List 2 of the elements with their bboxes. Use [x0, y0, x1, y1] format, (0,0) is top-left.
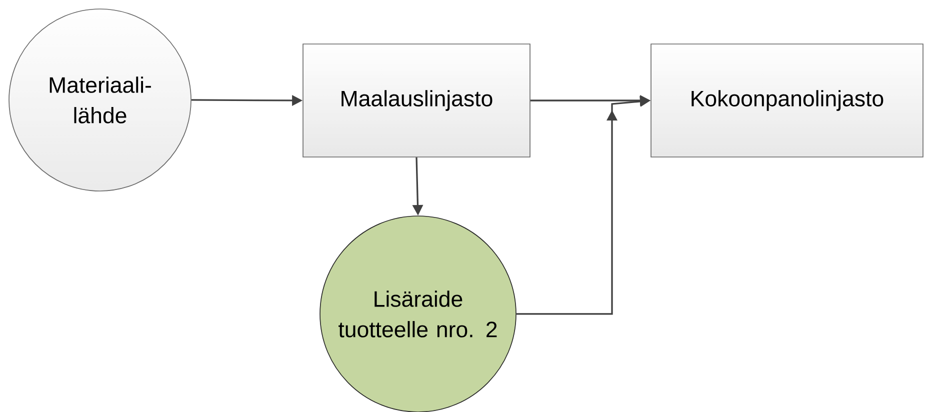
process-box: Maalauslinjasto [302, 44, 530, 158]
process-box: Kokoonpanolinjasto [650, 44, 924, 158]
